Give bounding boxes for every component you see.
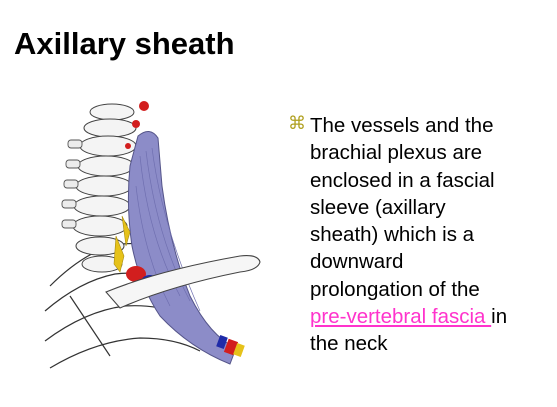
bullet-line-6: downward [310, 250, 404, 274]
bullet-line-7: prolongation of the [310, 277, 480, 301]
pre-vertebral-fascia-link[interactable]: pre-vertebral fascia [310, 305, 492, 329]
bullet-line-1: The vessels and the [310, 114, 494, 137]
anatomy-illustration [40, 96, 270, 378]
bullet-line-5: sheath) which is a [310, 223, 475, 247]
bullet-line-8: pre-vertebral fascia in [310, 303, 548, 330]
after-link-text: in [491, 305, 508, 329]
bullet-line-4: sleeve (axillary [310, 195, 446, 219]
bullet-item: ⌘ The vessels and the brachial plexus ar… [288, 112, 548, 358]
bullet-line-3: enclosed in a fascial [310, 168, 495, 192]
slide-title: Axillary sheath [14, 26, 235, 61]
bullet-text-block: ⌘ The vessels and the brachial plexus ar… [288, 112, 548, 358]
command-key-icon: ⌘ [288, 113, 306, 133]
bullet-line-2: brachial plexus are [310, 141, 483, 165]
bullet-line-9: the neck [310, 332, 388, 356]
